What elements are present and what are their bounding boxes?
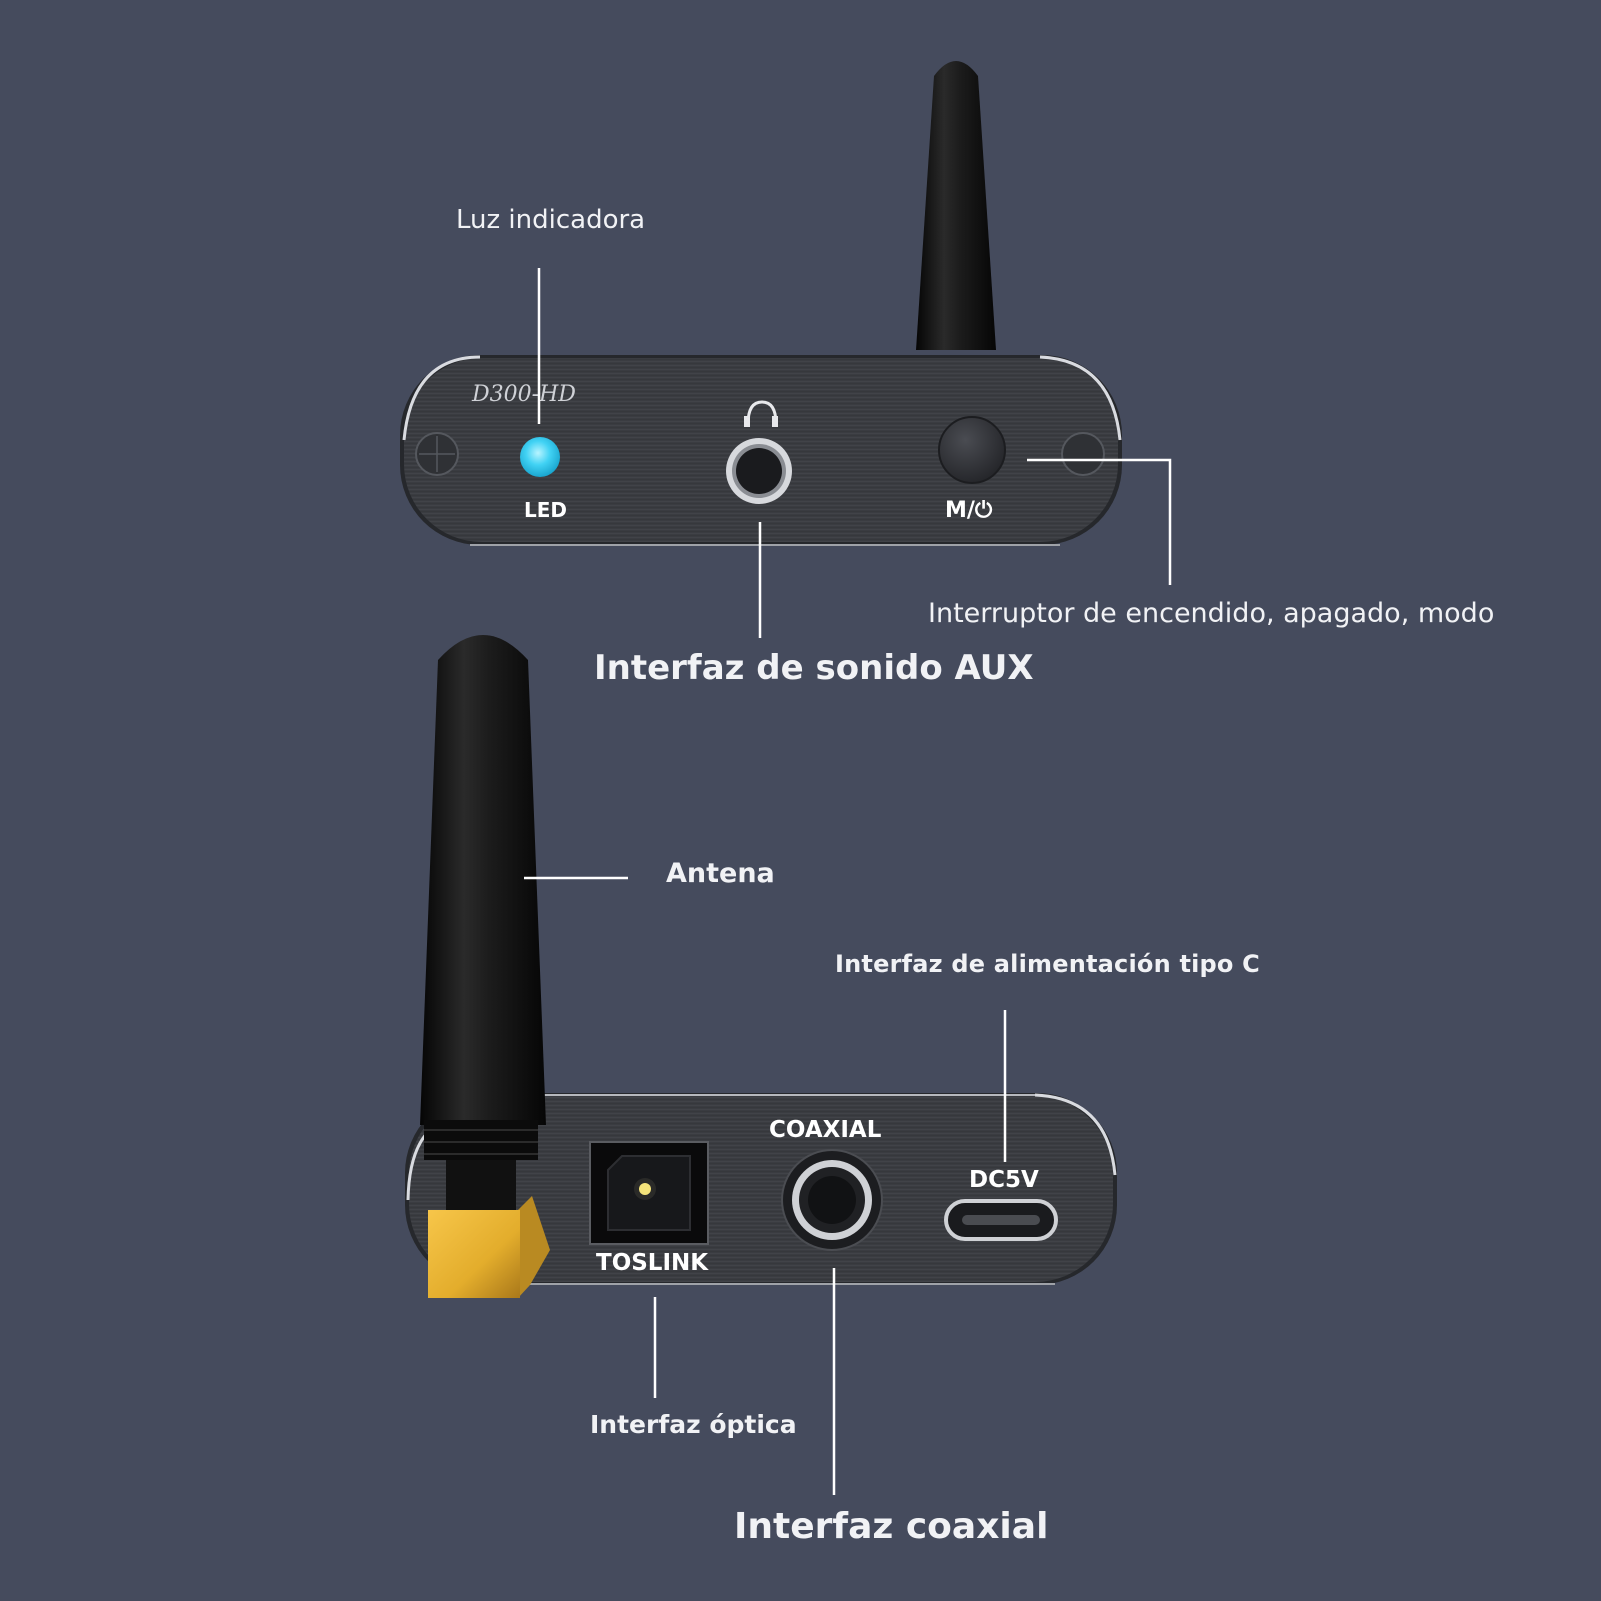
front-antenna xyxy=(916,61,996,350)
left-screw-icon xyxy=(415,432,459,476)
usb-c-port-icon xyxy=(944,1199,1058,1241)
mode-power-button[interactable] xyxy=(938,416,1006,484)
aux-callout: Interfaz de sonido AUX xyxy=(594,648,1034,688)
led-indicator-icon xyxy=(520,437,560,477)
power-leader-line xyxy=(1027,458,1172,585)
led-callout: Luz indicadora xyxy=(456,205,646,235)
toslink-port-icon xyxy=(589,1141,709,1245)
power-callout: Interruptor de encendido, apagado, modo xyxy=(928,598,1495,629)
aux-jack-icon xyxy=(726,438,792,504)
model-name: D300-HD xyxy=(471,382,576,407)
coaxial-port-icon xyxy=(781,1149,883,1251)
dc5v-text: DC5V xyxy=(969,1167,1039,1193)
toslink-text: TOSLINK xyxy=(596,1250,709,1276)
typec-callout: Interfaz de alimentación tipo C xyxy=(835,950,1260,978)
rear-antenna xyxy=(420,635,546,1212)
coaxial-callout: Interfaz coaxial xyxy=(734,1506,1049,1547)
mode-button-text: M/⏻ xyxy=(945,498,993,523)
led-text: LED xyxy=(524,498,567,522)
antenna-callout: Antena xyxy=(666,858,775,889)
leader-lines xyxy=(524,268,1172,1495)
optical-callout: Interfaz óptica xyxy=(590,1410,797,1439)
coaxial-text: COAXIAL xyxy=(769,1117,882,1143)
antenna-gold-connector-icon xyxy=(428,1196,550,1298)
headphone-icon xyxy=(744,400,778,427)
right-screw-icon xyxy=(1061,432,1105,476)
